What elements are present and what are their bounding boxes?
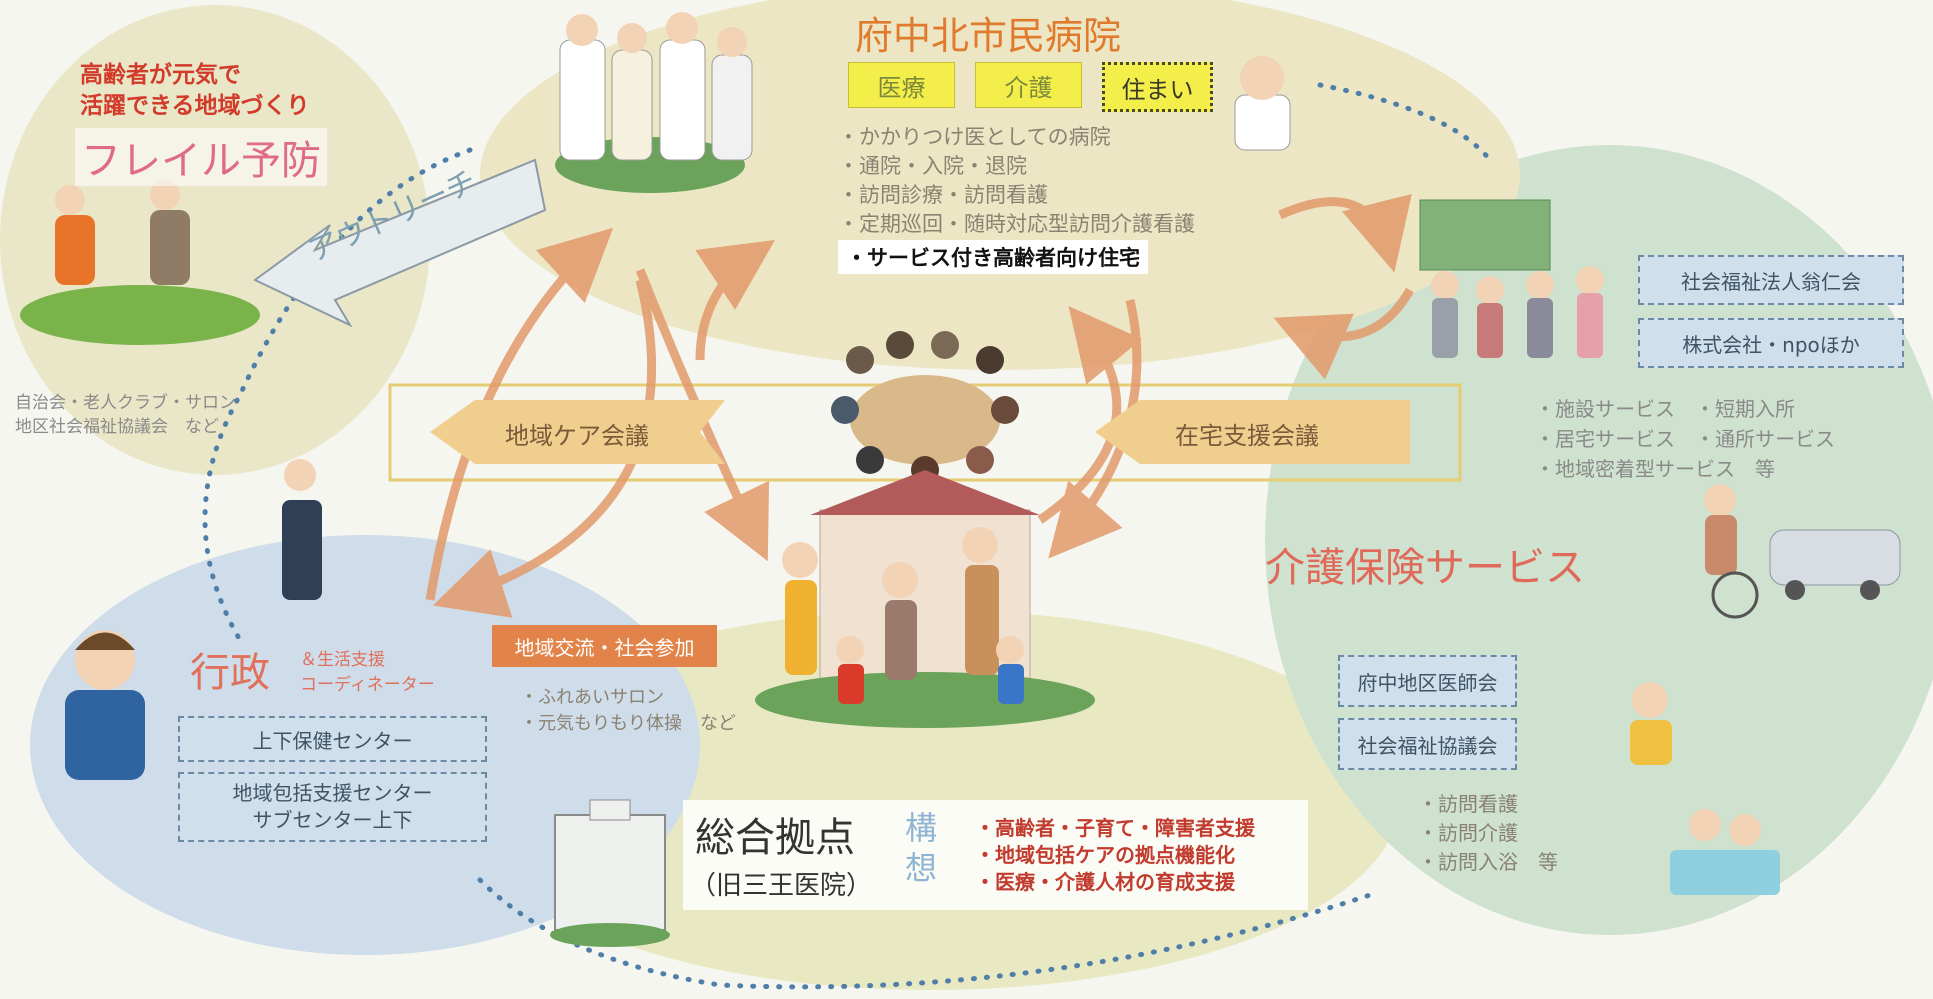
hub-subtitle: （旧三王医院） [690,871,873,901]
provider-box-1: 社会福祉法人翁仁会 [1638,255,1904,305]
care-insurance-title: 介護保険サービス [1265,545,1585,591]
hub-initiative-item: 医療・介護人材の育成支援 [975,869,1255,896]
admin-staff-illustration [65,630,145,780]
care-services-2: ・居宅サービス ・通所サービス [1535,427,1835,451]
hospital-services-list: かかりつけ医としての病院 通院・入院・退院 訪問診療・訪問看護 定期巡回・随時対… [838,123,1195,239]
community-activity-item: 元気もりもり体操 など [520,711,736,737]
hub-concept: 構想 [905,809,938,887]
provider-box-2: 株式会社・npoほか [1638,318,1904,368]
hub-initiative-item: 高齢者・子育て・障害者支援 [975,815,1255,842]
hospital-service-item: 訪問診療・訪問看護 [838,181,1195,210]
health-center-box: 上下保健センター [178,716,487,762]
hub-building-illustration [550,799,670,947]
tag-housing: 住まい [1102,62,1213,112]
home-service-item: 訪問看護 [1418,790,1558,819]
frailty-title: フレイル予防 [75,128,327,186]
association-box-1: 府中地区医師会 [1338,655,1517,707]
support-center-line-1: 地域包括支援センター [232,781,433,805]
support-center-line-2: サブセンター上下 [252,808,413,832]
admin-title: 行政 [190,650,270,696]
home-services-list: 訪問看護 訪問介護 訪問入浴 等 [1418,790,1558,877]
community-label: 地域交流・社会参加 [492,625,717,667]
network-ring [202,82,1493,990]
care-services-1: ・施設サービス ・短期入所 [1535,397,1795,421]
tag-care: 介護 [975,62,1082,108]
home-service-item: 訪問入浴 等 [1418,848,1558,877]
right-meeting-ribbon [1095,400,1410,464]
hospital-service-item: かかりつけ医としての病院 [838,123,1195,152]
community-activities-list: ふれあいサロン 元気もりもり体操 など [520,685,736,737]
hospital-title: 府中北市民病院 [855,14,1122,58]
doctor-illustration [1234,56,1291,151]
frailty-region [0,5,430,475]
admin-sub-2: コーディネーター [300,675,435,695]
admin-sub-1: ＆生活支援 [300,650,385,670]
exercise-illustration [20,180,260,345]
care-services-3: ・地域密着型サービス 等 [1535,457,1775,481]
hospital-staff-illustration [555,12,753,193]
facility-illustration [1419,199,1604,358]
home-care-illustration [1630,682,1780,895]
hub-title: 総合拠点 [695,815,855,861]
frailty-orgs-1: 自治会・老人クラブ・サロン [15,393,236,413]
community-illustration [755,470,1095,728]
community-activity-item: ふれあいサロン [520,685,736,711]
association-box-2: 社会福祉協議会 [1338,718,1517,770]
right-meeting-label: 在宅支援会議 [1175,422,1319,450]
hospital-highlight: ・サービス付き高齢者向け住宅 [838,240,1148,274]
hospital-service-item: 通院・入院・退院 [838,152,1195,181]
hub-initiative-item: 地域包括ケアの拠点機能化 [975,842,1255,869]
frailty-subtitle-2: 活躍できる地域づくり [80,93,310,119]
left-meeting-label: 地域ケア会議 [505,422,649,450]
hospital-highlight-text: サービス付き高齢者向け住宅 [867,246,1140,270]
hub-initiatives-list: 高齢者・子育て・障害者支援 地域包括ケアの拠点機能化 医療・介護人材の育成支援 [975,815,1255,896]
hospital-service-item: 定期巡回・随時対応型訪問介護看護 [838,210,1195,239]
support-center-box: 地域包括支援センター サブセンター上下 [178,772,487,842]
transport-illustration [1704,484,1901,619]
frailty-orgs-2: 地区社会福祉協議会 など [15,417,219,437]
frailty-subtitle-1: 高齢者が元気で [80,62,241,88]
official-illustration [282,459,322,600]
tag-medical: 医療 [848,62,955,108]
outreach-arrow [253,158,547,328]
left-meeting-ribbon [430,400,725,464]
home-service-item: 訪問介護 [1418,819,1558,848]
